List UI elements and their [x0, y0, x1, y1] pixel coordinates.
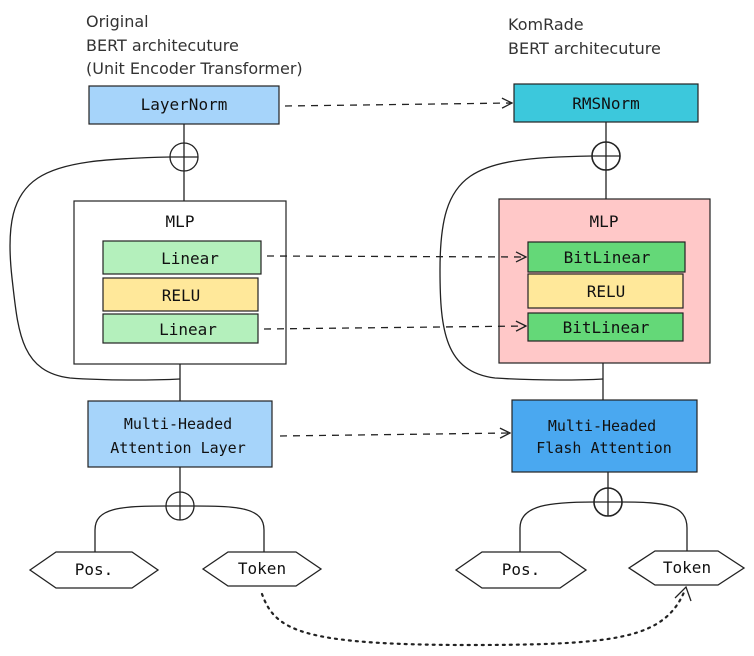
right-mlp-block: MLP BitLinear RELU BitLinear [498, 198, 711, 364]
rmsnorm-label: RMSNorm [572, 94, 639, 113]
right-attention-line-1: Multi-Headed [548, 417, 656, 435]
linear-top-mapping-arrow [266, 256, 526, 257]
left-attention-block: Multi-Headed Attention Layer [87, 400, 273, 468]
right-linear-top-label: BitLinear [564, 248, 651, 267]
left-token-label: Token [238, 559, 286, 578]
right-pos-label: Pos. [502, 560, 541, 579]
right-linear-bottom-label: BitLinear [563, 318, 650, 337]
left-add-circle-bottom [165, 491, 195, 521]
left-relu-box [102, 277, 259, 312]
left-linear-bottom-box [102, 313, 259, 344]
right-attention-line-2: Flash Attention [536, 439, 671, 457]
right-relu-label: RELU [587, 282, 626, 301]
left-relu-label: RELU [162, 286, 201, 305]
right-residual-loop [439, 155, 604, 381]
layernorm-block: LayerNorm [88, 85, 280, 125]
right-heading-line-1: KomRade [508, 15, 584, 34]
right-flow-line [602, 122, 609, 488]
norm-mapping-arrow [284, 103, 512, 106]
left-flow-line [179, 124, 185, 492]
right-add-circle-top [591, 141, 621, 171]
left-pos-label: Pos. [75, 560, 114, 579]
layernorm-label: LayerNorm [141, 95, 228, 114]
left-attention-line-1: Multi-Headed [124, 415, 232, 433]
right-pos-input: Pos. [454, 551, 588, 589]
linear-bottom-mapping-arrow [263, 326, 526, 329]
right-attention-block: Multi-Headed Flash Attention [511, 399, 698, 473]
left-linear-top-box [102, 240, 262, 275]
left-residual-loop [9, 156, 181, 381]
token-sharing-arrowhead [674, 585, 692, 602]
right-linear-top-box [527, 241, 686, 273]
left-attention-line-2: Attention Layer [110, 439, 245, 457]
left-token-input: Token [201, 551, 323, 587]
right-relu-box [527, 273, 684, 309]
left-mlp-title: MLP [166, 212, 195, 231]
right-mlp-title: MLP [590, 212, 619, 231]
right-token-label: Token [663, 558, 711, 577]
left-add-circle-top [169, 142, 199, 172]
rmsnorm-block: RMSNorm [513, 83, 699, 123]
right-heading: KomRade BERT architecuture [508, 15, 661, 58]
left-heading: Original BERT architecuture (Unit Encode… [86, 12, 303, 78]
token-sharing-arrow [260, 588, 687, 647]
right-add-circle-bottom [593, 487, 623, 517]
right-token-input: Token [627, 550, 746, 586]
left-heading-line-2: BERT architecuture [86, 36, 239, 55]
left-pos-input: Pos. [28, 551, 160, 589]
attention-mapping-arrow [279, 433, 510, 436]
left-linear-top-label: Linear [161, 249, 219, 268]
left-mlp-block: MLP Linear RELU Linear [73, 200, 287, 365]
left-heading-line-1: Original [86, 12, 149, 31]
right-heading-line-2: BERT architecuture [508, 39, 661, 58]
left-linear-bottom-label: Linear [159, 320, 217, 339]
left-heading-line-3: (Unit Encoder Transformer) [86, 59, 303, 78]
right-linear-bottom-box [527, 312, 684, 342]
